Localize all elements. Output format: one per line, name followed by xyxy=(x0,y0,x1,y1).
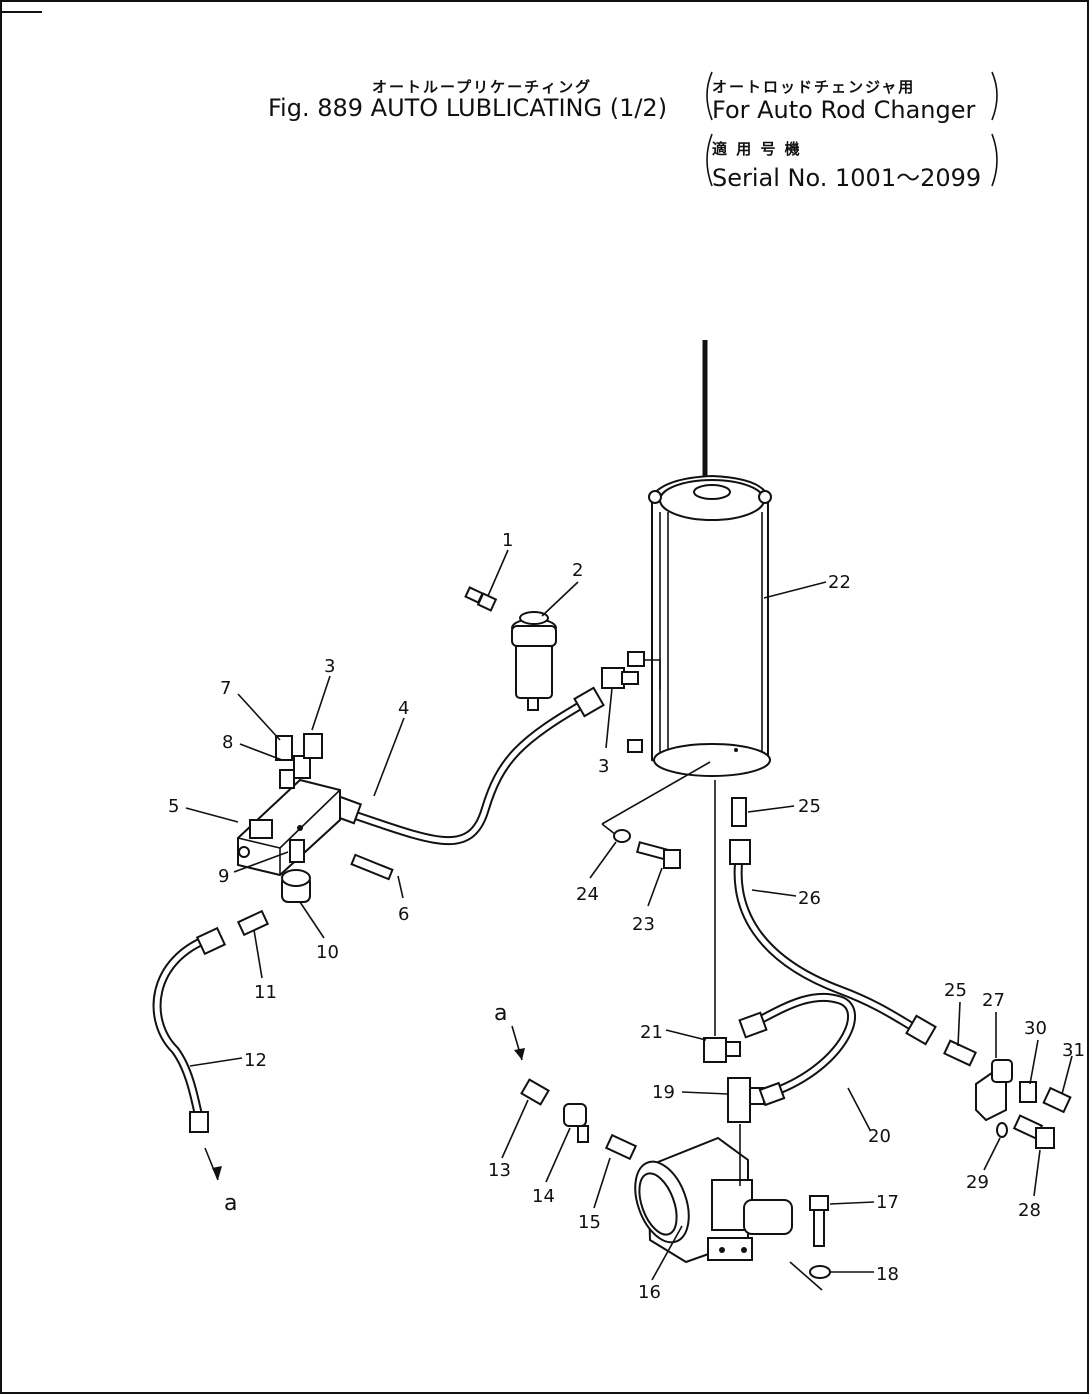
fitting-25-upper xyxy=(731,797,747,827)
callout-23: 23 xyxy=(632,914,655,935)
callout-19: 19 xyxy=(652,1082,675,1103)
callout-6: 6 xyxy=(398,904,409,925)
callout-4: 4 xyxy=(398,698,409,719)
callout-15: 15 xyxy=(578,1212,601,1233)
hose-26 xyxy=(729,839,937,1046)
callout-30: 30 xyxy=(1024,1018,1047,1039)
callout-numbers: 1 2 3 3 4 5 6 7 8 9 10 11 12 13 14 15 16… xyxy=(168,530,1085,1303)
elbow-right xyxy=(601,651,661,753)
callout-18: 18 xyxy=(876,1264,899,1285)
callout-13: 13 xyxy=(488,1160,511,1181)
bolt-17 xyxy=(809,1195,831,1279)
callout-26: 26 xyxy=(798,888,821,909)
bolt-23 xyxy=(635,841,681,869)
callout-22: 22 xyxy=(828,572,851,593)
valve-block xyxy=(237,778,341,877)
filter xyxy=(511,611,557,711)
fittings-9-10-11 xyxy=(236,839,311,937)
header-brackets xyxy=(706,71,998,187)
fig-title-japanese: オートループリケーチィング xyxy=(372,78,593,96)
callout-2: 2 xyxy=(572,560,583,581)
callout-24: 24 xyxy=(576,884,599,905)
callout-14: 14 xyxy=(532,1186,555,1207)
application-note: For Auto Rod Changer xyxy=(712,96,976,124)
callout-25: 25 xyxy=(944,980,967,1001)
connection-label-a: a xyxy=(494,1001,507,1026)
tee-21 xyxy=(703,1037,741,1063)
callout-9: 9 xyxy=(218,866,229,887)
callout-11: 11 xyxy=(254,982,277,1003)
pump xyxy=(634,1136,793,1264)
callout-31: 31 xyxy=(1062,1040,1085,1061)
connection-label-a: a xyxy=(224,1191,237,1216)
callout-8: 8 xyxy=(222,732,233,753)
callout-20: 20 xyxy=(868,1126,891,1147)
serial-range: Serial No. 1001～2099 xyxy=(712,164,982,192)
callout-1: 1 xyxy=(502,530,513,551)
tee-19 xyxy=(727,1077,765,1123)
callout-17: 17 xyxy=(876,1192,899,1213)
fig-title: Fig. 889 AUTO LUBLICATING (1/2) xyxy=(268,94,668,122)
fittings-13-14-15 xyxy=(520,1078,638,1161)
tank xyxy=(648,340,772,777)
callout-29: 29 xyxy=(966,1172,989,1193)
fittings-25-27-31 xyxy=(943,1039,1072,1149)
plug xyxy=(464,586,498,612)
callout-28: 28 xyxy=(1018,1200,1041,1221)
serial-japanese: 適 用 号 機 xyxy=(712,140,802,158)
leader-lines xyxy=(185,549,1073,1291)
valve-fittings xyxy=(275,733,323,789)
callout-21: 21 xyxy=(640,1022,663,1043)
washer-24 xyxy=(613,829,631,843)
hose-4 xyxy=(331,686,605,846)
leader-24 xyxy=(601,761,711,825)
callout-3: 3 xyxy=(324,656,335,677)
pin-6 xyxy=(350,853,394,881)
callout-5: 5 xyxy=(168,796,179,817)
callout-12: 12 xyxy=(244,1050,267,1071)
callout-7: 7 xyxy=(220,678,231,699)
callout-10: 10 xyxy=(316,942,339,963)
hose-12 xyxy=(152,926,227,1133)
application-japanese: オートロッドチェンジャ用 xyxy=(712,78,916,96)
callout-27: 27 xyxy=(982,990,1005,1011)
callout-16: 16 xyxy=(638,1282,661,1303)
callout-3: 3 xyxy=(598,756,609,777)
callout-25: 25 xyxy=(798,796,821,817)
hose-20 xyxy=(738,992,856,1107)
